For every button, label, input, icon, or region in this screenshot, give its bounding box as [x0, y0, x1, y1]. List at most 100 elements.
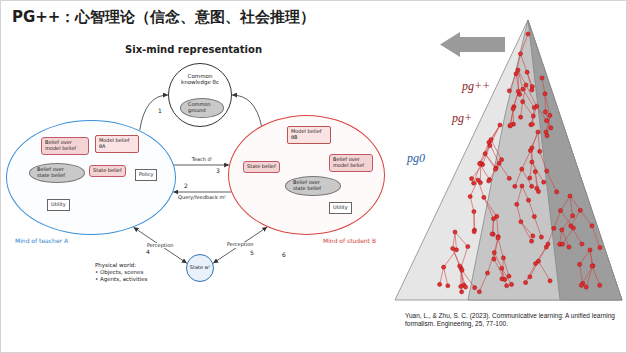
belief-oval: Belief over state belief	[29, 163, 85, 183]
tree-node	[533, 261, 537, 265]
tree-node	[590, 224, 594, 228]
tree-branch	[590, 250, 592, 266]
tree-node	[446, 284, 450, 288]
node-text: State belief	[247, 164, 276, 170]
tree-node	[491, 217, 495, 221]
tree-node	[523, 280, 527, 284]
utility-box: Utility	[329, 202, 352, 214]
tree-branch	[590, 250, 593, 266]
tree-node	[497, 161, 501, 165]
edge-label: Perception	[226, 242, 254, 248]
tree-branch	[529, 200, 535, 216]
node-text: Mind of student B	[323, 238, 376, 245]
tree-branch	[481, 146, 490, 164]
tree-node	[526, 198, 530, 202]
tree-node	[466, 245, 470, 249]
tree-branch	[561, 196, 570, 211]
tree-branch	[580, 250, 590, 264]
tree-node	[489, 138, 493, 142]
tree-branch	[516, 74, 520, 95]
tree-node	[509, 123, 513, 127]
tree-node	[588, 248, 592, 252]
tree-branch	[499, 163, 509, 178]
tree-branch	[520, 34, 528, 54]
tree-branch	[538, 244, 548, 261]
tree-branch	[546, 228, 554, 247]
tree-branch	[530, 261, 539, 277]
world-note: Physical world:	[95, 262, 136, 268]
tree-node	[507, 274, 511, 278]
tree-branch	[571, 226, 582, 244]
tree-node	[545, 134, 549, 138]
tree-node	[501, 256, 505, 260]
tree-node	[477, 290, 481, 294]
connector	[134, 227, 187, 263]
ground-oval: Common ground	[180, 98, 224, 118]
tree-branch	[592, 226, 600, 248]
tree-branch	[580, 210, 592, 226]
tree-branch	[478, 180, 484, 197]
callout-number: 5	[250, 250, 254, 257]
tree-node	[453, 230, 457, 234]
tree-branch	[453, 232, 455, 249]
edge-label: Teach dᵗ	[191, 157, 214, 163]
tree-branch	[536, 244, 548, 264]
tree-branch	[517, 186, 522, 204]
tree-branch	[561, 211, 574, 228]
tree-branch	[530, 132, 538, 151]
tree-node	[530, 160, 534, 164]
belief-box: State belief	[89, 165, 126, 177]
tree-branch	[484, 197, 497, 216]
tree-node	[580, 242, 584, 246]
tree-node	[548, 113, 552, 117]
tree-branch	[542, 78, 545, 94]
tree-branch	[516, 54, 520, 74]
tree-branch	[490, 125, 500, 146]
tree-node	[524, 83, 528, 87]
tree-node	[543, 110, 547, 114]
tree-branch	[532, 162, 544, 182]
tree-branch	[472, 165, 483, 179]
tree-node	[525, 70, 529, 74]
tree-node	[571, 214, 575, 218]
tree-node	[558, 209, 562, 213]
connector	[174, 165, 229, 166]
connector	[173, 192, 231, 193]
pyramid-band	[468, 20, 622, 300]
tree-node	[473, 286, 477, 290]
tree-node	[438, 282, 442, 286]
tree-node	[571, 226, 575, 230]
tree-node	[555, 190, 559, 194]
tree-node	[544, 119, 548, 123]
world-note: • Objects, scenes	[95, 269, 143, 275]
tree-branch	[538, 132, 540, 151]
tree-node	[491, 232, 495, 236]
edge-label: Perception	[146, 243, 174, 249]
tree-node	[590, 264, 594, 268]
world-note: • Agents, activities	[95, 276, 147, 282]
state-circle: State wᵗ	[186, 254, 214, 282]
tree-node	[519, 220, 523, 224]
tree-branch	[484, 197, 494, 218]
tree-node	[487, 179, 491, 183]
level-label: pg+	[452, 112, 472, 125]
node-text: Common knowledge θc	[175, 73, 225, 86]
tree-node	[526, 32, 530, 36]
node-text: Utility	[51, 202, 66, 208]
tree-node	[532, 214, 536, 218]
tree-node	[516, 68, 520, 72]
tree-node	[508, 124, 512, 128]
tree-node	[451, 246, 455, 250]
tree-node	[542, 180, 546, 184]
level-label: pg0	[407, 152, 425, 165]
belief-box: Belief over model belief	[41, 137, 89, 155]
node-text: State belief	[93, 168, 122, 174]
tree-node	[528, 275, 532, 279]
tree-node	[545, 169, 549, 173]
tree-node	[496, 236, 500, 240]
belief-oval: Belief over state belief	[285, 176, 341, 196]
tree-node	[442, 265, 446, 269]
node-text: State wᵗ	[187, 265, 213, 271]
tree-node	[492, 257, 496, 261]
